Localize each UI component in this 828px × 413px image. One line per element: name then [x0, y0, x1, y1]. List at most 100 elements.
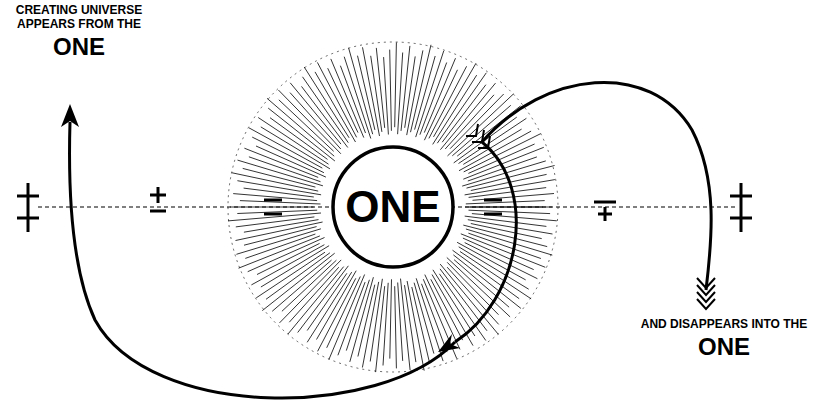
ray-line	[459, 118, 527, 163]
ray-line	[459, 247, 529, 289]
spiral-arrows	[70, 82, 712, 398]
ray-line	[398, 283, 403, 361]
ray-line	[318, 278, 356, 351]
ray-line	[267, 98, 334, 156]
ray-line	[298, 266, 349, 333]
ray-line	[401, 279, 411, 371]
ray-line	[425, 275, 460, 350]
ray-line	[469, 188, 547, 198]
center-circle: ONE	[331, 145, 455, 269]
ray-line	[252, 137, 324, 173]
ray-line	[278, 90, 341, 154]
label-heading: ONE	[4, 33, 154, 61]
ray-line	[243, 168, 316, 187]
ray-line	[411, 45, 432, 132]
ray-line	[470, 207, 553, 208]
ray-line	[433, 270, 475, 336]
ray-line	[232, 173, 319, 191]
ray-line	[442, 85, 486, 143]
ray-line	[280, 260, 342, 323]
ray-line	[244, 188, 314, 197]
ray-line	[466, 229, 552, 255]
ray-line	[414, 283, 434, 354]
ray-line	[463, 147, 544, 179]
ray-line	[245, 234, 315, 258]
ray-line	[228, 213, 321, 221]
ray-line	[440, 83, 495, 150]
ray-line	[244, 148, 318, 177]
ray-line	[472, 214, 557, 221]
ray-line	[376, 286, 385, 372]
ray-line	[340, 66, 365, 133]
ray-line	[261, 127, 330, 169]
ray-line	[371, 56, 382, 132]
ray-line	[390, 279, 392, 358]
polarity-symbols	[17, 183, 752, 232]
label-heading: ONE	[636, 333, 812, 361]
ray-line	[244, 227, 317, 246]
ray-line	[268, 108, 335, 161]
ray-line	[433, 75, 477, 144]
ray-line	[331, 59, 364, 138]
ray-line	[440, 264, 498, 334]
ray-line	[236, 217, 315, 227]
ray-line	[349, 48, 373, 134]
ray-line	[431, 279, 463, 340]
ray-line	[370, 279, 382, 362]
ray-line	[315, 72, 356, 142]
label-text: CREATING UNIVERSE APPEARS FROM THE	[4, 4, 154, 32]
ray-line	[439, 274, 485, 341]
ray-line	[461, 234, 546, 267]
ray-line	[463, 129, 521, 164]
ray-line	[230, 207, 314, 208]
arrow-fletching	[466, 124, 715, 309]
ray-line	[270, 118, 328, 160]
ray-line	[304, 67, 349, 138]
ray-line	[303, 77, 349, 143]
node-title: ONE	[331, 183, 455, 231]
ray-line	[452, 105, 511, 156]
ray-line	[415, 56, 436, 130]
label-text: AND DISAPPEARS INTO THE	[636, 318, 812, 332]
ray-line	[422, 284, 448, 352]
ray-line	[424, 58, 455, 132]
ray-line	[248, 238, 325, 272]
ray-line	[424, 70, 457, 140]
ray-line	[236, 229, 321, 255]
ray-line	[466, 201, 545, 204]
ray-line	[469, 210, 551, 213]
ray-line	[258, 118, 328, 165]
ray-line	[266, 253, 330, 299]
ray-line	[338, 282, 365, 355]
ray-line	[237, 210, 317, 213]
ray-line	[401, 46, 410, 131]
arrow-head	[61, 104, 79, 127]
ray-line	[395, 286, 397, 368]
ray-line	[239, 236, 320, 268]
ray-line	[238, 160, 323, 186]
ray-line	[288, 267, 344, 334]
ray-line	[390, 50, 392, 131]
ray-line	[249, 157, 321, 182]
disappearing-arc	[482, 82, 711, 290]
appearing-arc	[70, 122, 455, 398]
ray-line	[363, 47, 380, 136]
ray-line	[416, 51, 444, 137]
ray-line	[465, 243, 538, 279]
ray-line	[350, 277, 374, 362]
ray-line	[262, 253, 334, 310]
inner-spiral	[455, 142, 516, 342]
radiating-ring	[228, 42, 557, 372]
ray-line	[460, 252, 531, 299]
ray-line	[462, 161, 546, 186]
arrow-head	[438, 334, 460, 352]
ray-line	[240, 201, 321, 204]
ring-edge	[228, 42, 558, 372]
ray-line	[405, 285, 416, 362]
ray-line	[395, 42, 397, 127]
ray-line	[384, 57, 389, 134]
ray-line	[256, 252, 325, 298]
ray-line	[261, 246, 329, 287]
ray-line	[420, 63, 447, 135]
ray-line	[307, 272, 352, 342]
